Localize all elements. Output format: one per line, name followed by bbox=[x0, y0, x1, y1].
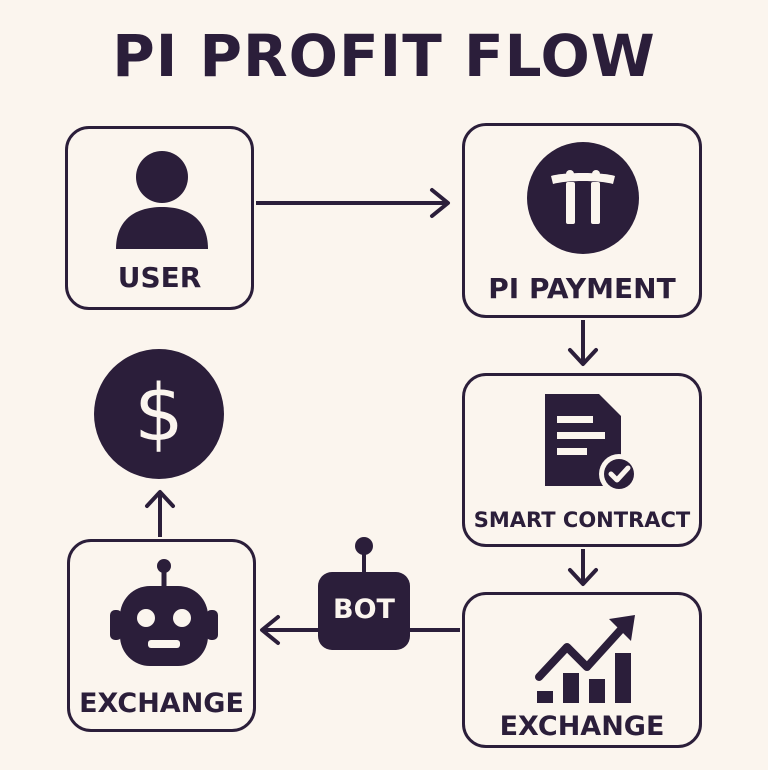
exchange-left-node: EXCHANGE bbox=[67, 539, 256, 732]
diagram-title: PI PROFIT FLOW bbox=[112, 22, 656, 90]
arrow-payment-to-contract bbox=[568, 320, 598, 366]
pi-payment-label: PI PAYMENT bbox=[488, 272, 676, 305]
smart-contract-node: SMART CONTRACT bbox=[462, 373, 702, 547]
pi-coin-icon bbox=[527, 142, 639, 254]
document-check-icon bbox=[545, 394, 639, 494]
smart-contract-label: SMART CONTRACT bbox=[473, 508, 691, 532]
bot-label: BOT bbox=[333, 594, 395, 625]
arrow-bot-to-exchange-left bbox=[260, 615, 318, 645]
robot-icon bbox=[110, 559, 218, 666]
user-label: USER bbox=[117, 261, 202, 294]
exchange-left-label: EXCHANGE bbox=[79, 688, 244, 719]
bot-badge bbox=[318, 537, 410, 650]
arrow-user-to-payment bbox=[256, 188, 450, 218]
exchange-right-node: EXCHANGE bbox=[462, 592, 702, 748]
chart-up-icon bbox=[535, 615, 635, 703]
exchange-right-label: EXCHANGE bbox=[499, 711, 665, 742]
bot-antenna-icon bbox=[355, 537, 373, 555]
user-node: USER bbox=[65, 126, 254, 310]
svg-text:$: $ bbox=[134, 369, 184, 459]
user-icon bbox=[116, 151, 208, 249]
dollar-coin-icon: $ bbox=[94, 349, 224, 479]
arrow-contract-to-exchange bbox=[568, 549, 598, 586]
pi-payment-node: PI PAYMENT bbox=[462, 123, 702, 318]
arrow-exchange-to-dollar bbox=[145, 490, 175, 537]
